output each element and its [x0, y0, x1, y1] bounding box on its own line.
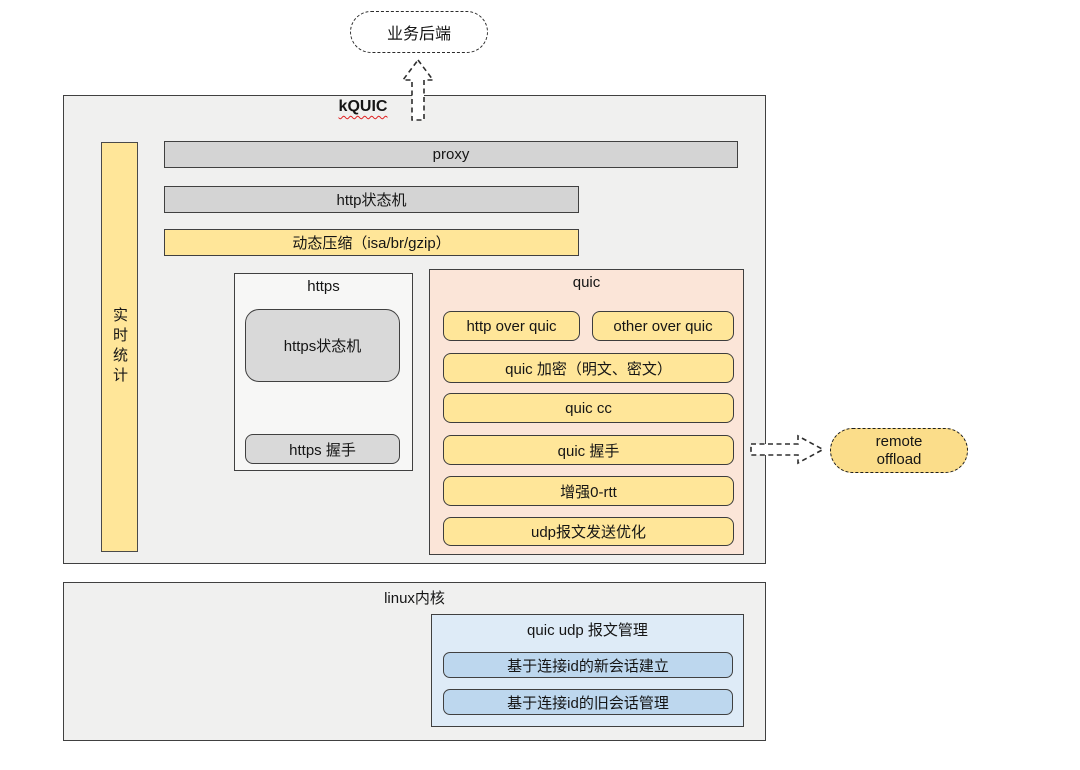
new-session-label: 基于连接id的新会话建立	[507, 657, 669, 675]
https-state-machine-label: https状态机	[283, 338, 362, 355]
arrow-up-to-backend-icon	[401, 58, 435, 121]
new-session-node: 基于连接id的新会话建立	[443, 652, 733, 678]
https-handshake-node: https 握手	[245, 434, 400, 464]
arrow-right-to-offload-icon	[750, 434, 825, 465]
old-session-label: 基于连接id的旧会话管理	[507, 694, 669, 712]
remote-offload-node: remote offload	[830, 428, 968, 473]
backend-ellipse: 业务后端	[350, 11, 488, 53]
realtime-stats-label: 实时统计	[111, 307, 128, 387]
quic-udp-mgmt-title: quic udp 报文管理	[527, 622, 648, 639]
realtime-stats-bar: 实时统计	[101, 142, 138, 552]
other-over-quic-node: other over quic	[592, 311, 734, 341]
http-over-quic-node: http over quic	[443, 311, 580, 341]
quic-encryption-node: quic 加密（明文、密文）	[443, 353, 734, 383]
remote-offload-line1: remote	[875, 432, 923, 450]
quic-cc-node: quic cc	[443, 393, 734, 423]
dynamic-compression-bar: 动态压缩（isa/br/gzip）	[164, 229, 579, 256]
udp-send-optimization-node: udp报文发送优化	[443, 517, 734, 546]
quic-handshake-label: quic 握手	[557, 442, 620, 460]
old-session-node: 基于连接id的旧会话管理	[443, 689, 733, 715]
proxy-bar: proxy	[164, 141, 738, 168]
kquic-title: kQUIC	[338, 98, 388, 115]
quic-group-title: quic	[572, 274, 601, 291]
quic-handshake-node: quic 握手	[443, 435, 734, 465]
kquic-container: kQUIC 实时统计 proxy http状态机 动态压缩（isa/br/gzi…	[63, 95, 766, 564]
quic-udp-mgmt-group: quic udp 报文管理 基于连接id的新会话建立 基于连接id的旧会话管理	[431, 614, 744, 727]
udp-send-optimization-label: udp报文发送优化	[530, 524, 647, 541]
enhanced-0rtt-label: 增强0-rtt	[560, 483, 617, 501]
http-state-machine-label: http状态机	[336, 192, 407, 209]
linux-kernel-container: linux内核 quic udp 报文管理 基于连接id的新会话建立 基于连接i…	[63, 582, 766, 741]
enhanced-0rtt-node: 增强0-rtt	[443, 476, 734, 506]
https-group: https https状态机 https 握手	[234, 273, 413, 471]
quic-cc-label: quic cc	[565, 399, 612, 417]
remote-offload-line2: offload	[876, 450, 922, 468]
quic-encryption-label: quic 加密（明文、密文）	[505, 360, 672, 378]
dynamic-compression-label: 动态压缩（isa/br/gzip）	[292, 235, 451, 252]
https-handshake-label: https 握手	[289, 441, 356, 459]
backend-label: 业务后端	[386, 26, 451, 43]
http-over-quic-label: http over quic	[466, 317, 557, 335]
https-group-title: https	[307, 278, 340, 295]
https-state-machine-node: https状态机	[245, 309, 400, 382]
http-state-machine-bar: http状态机	[164, 186, 579, 213]
proxy-label: proxy	[432, 146, 470, 163]
quic-group: quic http over quic other over quic quic…	[429, 269, 744, 555]
other-over-quic-label: other over quic	[613, 317, 713, 335]
linux-kernel-title: linux内核	[384, 590, 445, 607]
